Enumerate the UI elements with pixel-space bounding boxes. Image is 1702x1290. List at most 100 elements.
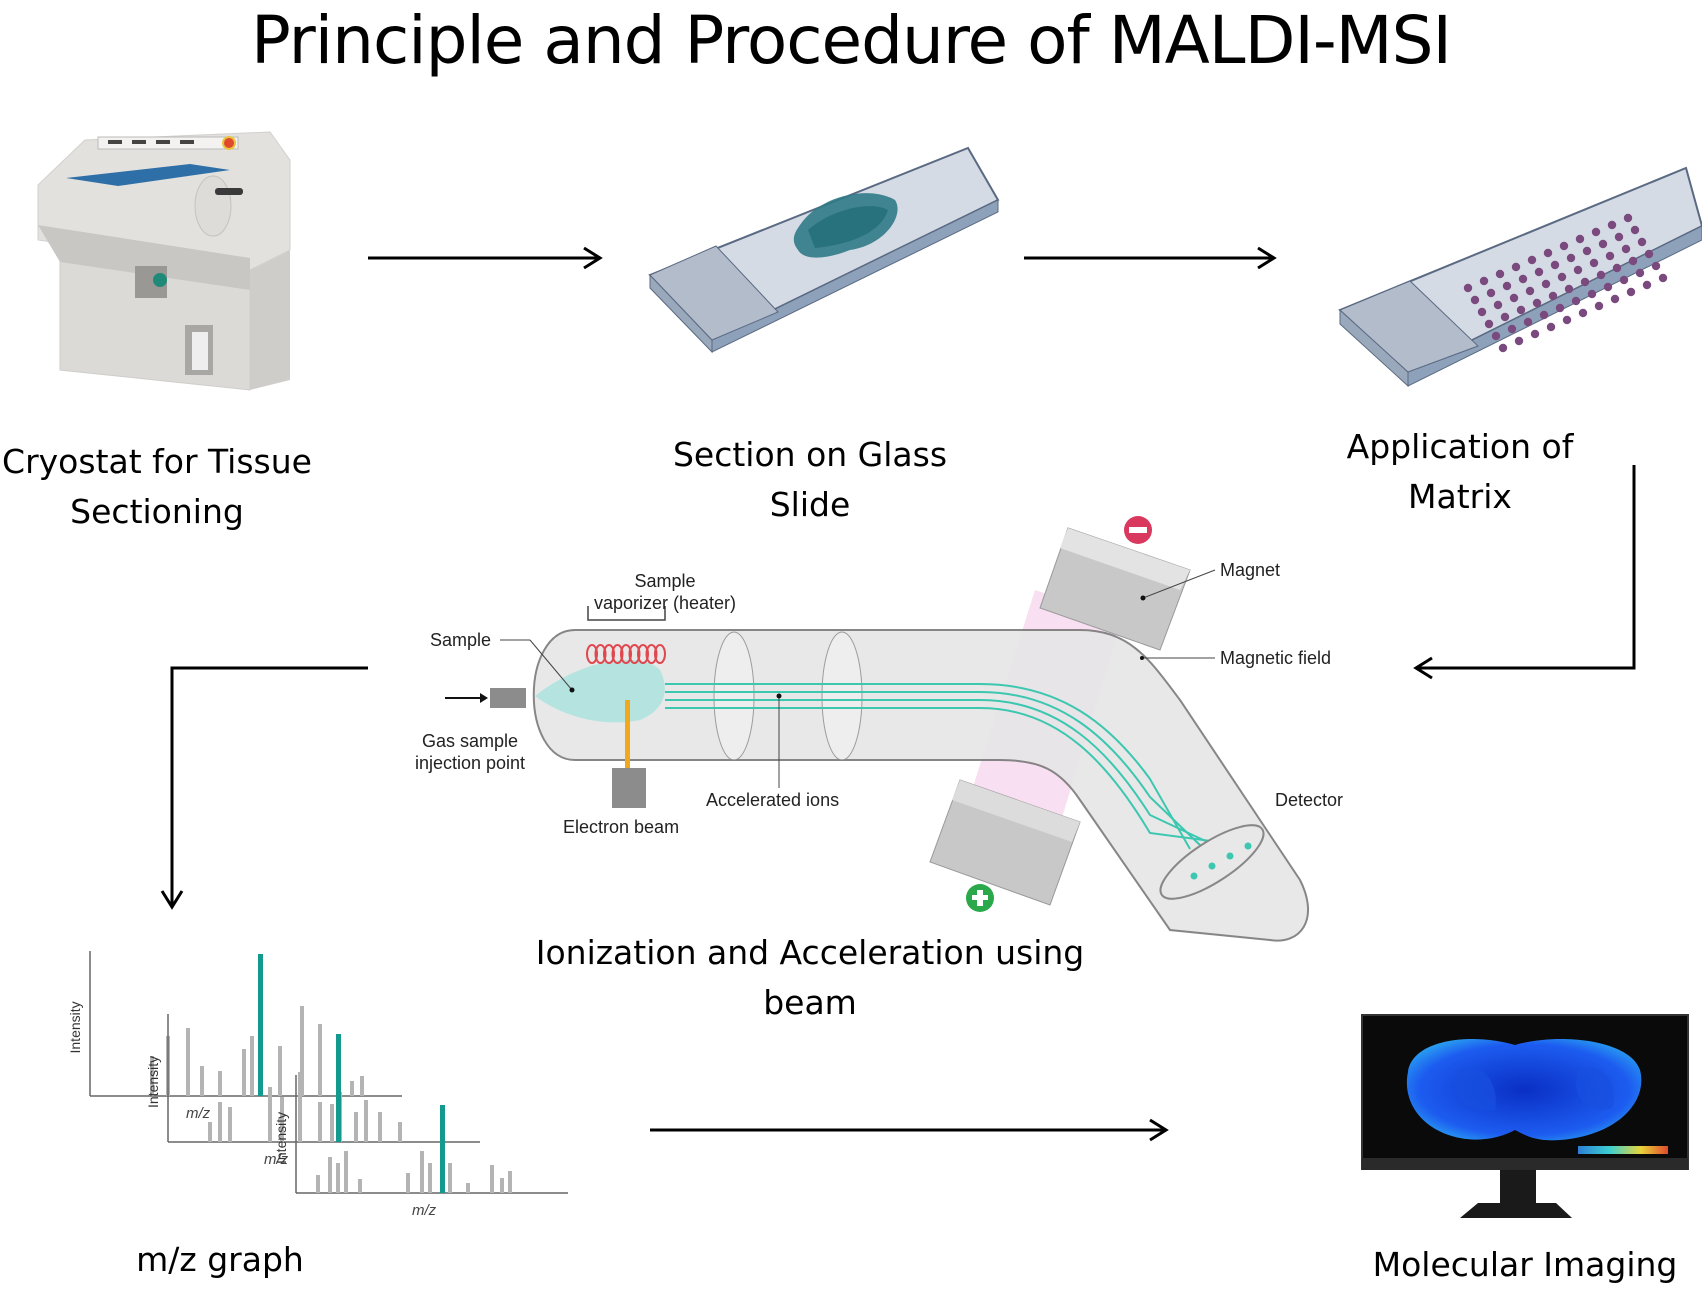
matrix-dot-grid xyxy=(1463,213,1668,353)
label-line: injection point xyxy=(414,753,526,773)
matrix-dot xyxy=(1493,300,1503,310)
matrix-dot xyxy=(1635,268,1645,278)
matrix-dot xyxy=(1514,336,1524,346)
matrix-dot xyxy=(1651,261,1661,271)
matrix-dot xyxy=(1605,251,1615,261)
matrix-dot xyxy=(1644,249,1654,259)
accelerated-ions-label: Accelerated ions xyxy=(706,790,840,810)
step-label-mz-graph: m/z graph xyxy=(100,1235,340,1285)
spectrum-peak xyxy=(200,1066,204,1096)
matrix-dot xyxy=(1532,298,1542,308)
matrix-dot xyxy=(1502,281,1512,291)
matrix-dot xyxy=(1518,274,1528,284)
matrix-dot xyxy=(1516,305,1526,315)
spectrum-ylabel: Intensity xyxy=(67,1001,83,1053)
minus-pole-icon xyxy=(1124,516,1152,544)
matrix-dot xyxy=(1630,225,1640,235)
spectrum-panel: Intensity m/z xyxy=(67,951,402,1122)
injection-label: Gas sample injection point xyxy=(405,730,535,774)
matrix-dot xyxy=(1470,295,1480,305)
matrix-dot xyxy=(1642,280,1652,290)
matrix-dot xyxy=(1614,232,1624,242)
matrix-dot xyxy=(1575,234,1585,244)
matrix-dot xyxy=(1479,276,1489,286)
arrow-down-icon xyxy=(160,666,368,910)
ion-beam-group xyxy=(665,683,1227,850)
label-line: vaporizer (heater) xyxy=(593,593,737,613)
spectrum-peak-highlight xyxy=(440,1105,445,1193)
spectrum-xlabel: m/z xyxy=(186,1105,211,1122)
matrix-dot xyxy=(1511,262,1521,272)
label-line: Sectioning xyxy=(70,492,244,531)
matrix-dot xyxy=(1527,255,1537,265)
spectrum-peak xyxy=(350,1081,354,1096)
matrix-dot xyxy=(1587,289,1597,299)
spectrum-peak xyxy=(336,1163,340,1193)
spectrum-peak xyxy=(398,1122,402,1142)
matrix-dot xyxy=(1607,220,1617,230)
spectrum-peak xyxy=(490,1165,494,1193)
matrix-dot xyxy=(1498,343,1508,353)
matrix-dot xyxy=(1623,213,1633,223)
matrix-dot xyxy=(1534,267,1544,277)
spectrum-peak xyxy=(316,1175,320,1193)
ion-beam xyxy=(665,699,1215,846)
label-line: Application of xyxy=(1346,427,1574,466)
spectrum-ylabel: Intensity xyxy=(145,1056,161,1108)
step-label-glass-slide: Section on Glass Slide xyxy=(630,430,990,530)
spectrum-peak-highlight xyxy=(258,954,263,1096)
matrix-dot xyxy=(1578,308,1588,318)
matrix-dot xyxy=(1594,301,1604,311)
colorbar xyxy=(1578,1146,1668,1154)
matrix-dot xyxy=(1491,331,1501,341)
matrix-dot xyxy=(1546,322,1556,332)
matrix-slide-icon xyxy=(1338,166,1702,388)
label-line: Matrix xyxy=(1408,477,1512,516)
arrow-left-icon xyxy=(1413,465,1636,680)
spectrum-peak-highlight xyxy=(336,1034,341,1142)
spectrum-peak xyxy=(250,1036,254,1096)
sample-cloud xyxy=(535,659,665,723)
spectrum-xlabel: m/z xyxy=(264,1151,289,1168)
ion-beam xyxy=(665,691,1203,848)
magnetic-field-label: Magnetic field xyxy=(1220,648,1332,668)
spectrum-peak xyxy=(406,1173,410,1193)
matrix-dot xyxy=(1548,291,1558,301)
accelerator-plate-2 xyxy=(821,631,863,761)
step-label-matrix: Application of Matrix xyxy=(1310,422,1610,522)
matrix-dot xyxy=(1566,253,1576,263)
spectrum-peak xyxy=(508,1171,512,1193)
matrix-dot xyxy=(1530,329,1540,339)
spectrum-peak xyxy=(344,1151,348,1193)
matrix-dot xyxy=(1658,273,1668,283)
matrix-dot xyxy=(1486,288,1496,298)
magnet-label: Magnet xyxy=(1220,560,1281,580)
detector-plate xyxy=(1159,824,1265,900)
spectrum-peak xyxy=(268,1087,272,1142)
matrix-dot xyxy=(1539,310,1549,320)
spectrum-peak xyxy=(420,1151,424,1193)
magnet-bottom xyxy=(929,779,1081,906)
spectrum-peak xyxy=(208,1122,212,1142)
sample-label: Sample xyxy=(430,630,492,650)
matrix-dot xyxy=(1610,294,1620,304)
spectrum-peak xyxy=(228,1107,232,1142)
magnet-top xyxy=(1039,527,1191,651)
spectrum-peak xyxy=(218,1071,222,1096)
electron-beam-label: Electron beam xyxy=(563,817,680,837)
arrow-right-icon xyxy=(368,246,603,270)
spectrum-peak xyxy=(360,1076,364,1096)
spectrum-peak xyxy=(448,1163,452,1193)
matrix-dot xyxy=(1463,283,1473,293)
matrix-dot xyxy=(1619,275,1629,285)
step-label-ionization: Ionization and Acceleration using beam xyxy=(500,928,1120,1028)
